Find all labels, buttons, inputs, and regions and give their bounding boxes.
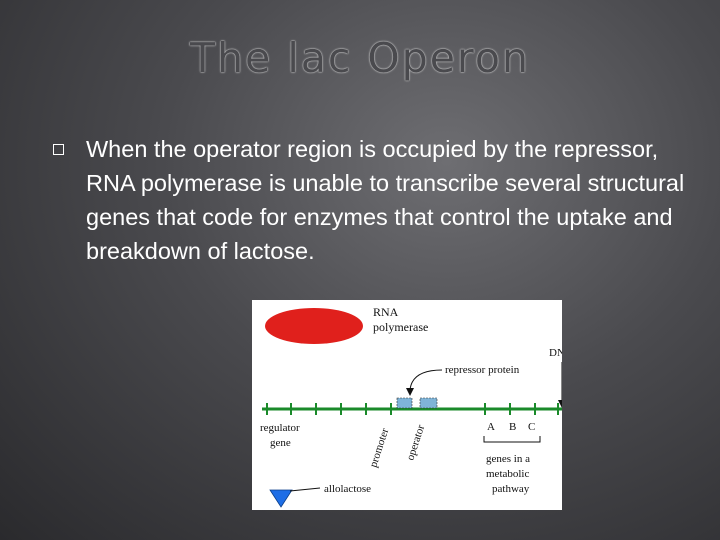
- dna-arrowhead: [558, 400, 562, 408]
- repressor-block-right: [419, 397, 438, 409]
- diagram-svg: RNA polymerase repressor protein DNA re: [260, 305, 562, 508]
- repressor-arrowhead: [406, 388, 414, 396]
- rna-polymerase-shape: [265, 308, 363, 344]
- slide-title: The lac Operon: [190, 34, 530, 82]
- genes-label-line1: genes in a: [486, 453, 530, 465]
- gene-c-label: C: [528, 421, 535, 433]
- genes-bracket: [483, 436, 541, 443]
- gene-b-label: B: [509, 421, 516, 433]
- dna-ticks: [266, 403, 559, 415]
- genes-label-line3: pathway: [492, 483, 530, 495]
- dna-label: DNA: [549, 347, 562, 359]
- allolactose-label: allolactose: [324, 483, 371, 495]
- lac-operon-diagram: RNA polymerase repressor protein DNA re: [252, 300, 562, 510]
- allolactose-shape: [269, 489, 293, 508]
- genes-label-line2: metabolic: [486, 468, 529, 480]
- rna-label: RNA: [373, 305, 399, 319]
- allolactose-pointer: [289, 487, 321, 492]
- gene-a-label: A: [487, 421, 495, 433]
- promoter-label: promoter: [367, 427, 391, 469]
- bullet-marker: [53, 144, 64, 155]
- polymerase-label: polymerase: [373, 320, 428, 334]
- repressor-arrow: [409, 369, 443, 391]
- regulator-label-line1: regulator: [260, 422, 300, 434]
- repressor-block-left: [396, 397, 413, 409]
- bullet-text: When the operator region is occupied by …: [86, 136, 685, 264]
- regulator-label-line2: gene: [270, 437, 291, 449]
- operator-label: operator: [404, 423, 427, 462]
- repressor-protein-label: repressor protein: [445, 364, 520, 376]
